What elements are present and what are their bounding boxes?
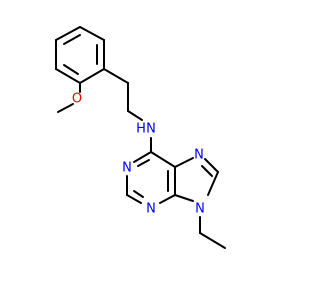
bond-n7-c8-double xyxy=(201,165,213,177)
bond-ch2-to-amine xyxy=(127,110,143,121)
bond-c5-to-n7 xyxy=(174,157,194,168)
bond-c2-to-n3 xyxy=(126,194,142,204)
atom-pyrimidine-n3: N xyxy=(146,202,156,217)
bond-n9-to-c4 xyxy=(174,194,194,202)
bond-c6-to-n1 xyxy=(133,151,152,163)
bond-c2-n3-double xyxy=(133,190,144,198)
atom-labels: O N H N N N N xyxy=(72,92,205,217)
molecule-structure: O N H N N N N xyxy=(55,26,226,249)
bond-c6-n1-double xyxy=(137,159,150,167)
atom-imidazole-n9: N xyxy=(195,202,205,217)
atom-amine-h: H xyxy=(136,122,146,137)
bond-benzene-1 xyxy=(55,26,81,41)
atom-imidazole-n7: N xyxy=(194,148,204,163)
atom-oxygen: O xyxy=(72,92,82,107)
bond-n7-to-c8 xyxy=(204,158,219,173)
bond-n3-to-c4 xyxy=(159,194,176,204)
bond-benzene-4 xyxy=(79,68,105,84)
bond-ring-to-ch2 xyxy=(103,68,129,84)
bond-benzene-2 xyxy=(79,26,105,41)
bond-c8-to-n9 xyxy=(207,171,219,196)
bonds xyxy=(55,26,226,249)
molecule-canvas: O N H N N N N xyxy=(55,26,226,249)
bond-c5-to-c6 xyxy=(150,151,176,168)
bond-oxygen-to-methyl xyxy=(57,103,74,113)
atom-amine-n: N xyxy=(146,122,156,137)
bond-ch2-to-ch3 xyxy=(199,232,226,249)
atom-pyrimidine-n1: N xyxy=(122,161,132,176)
bond-benzene-inner-3 xyxy=(63,64,79,75)
bond-benzene-5 xyxy=(55,68,81,84)
bond-benzene-inner-1 xyxy=(63,34,81,45)
